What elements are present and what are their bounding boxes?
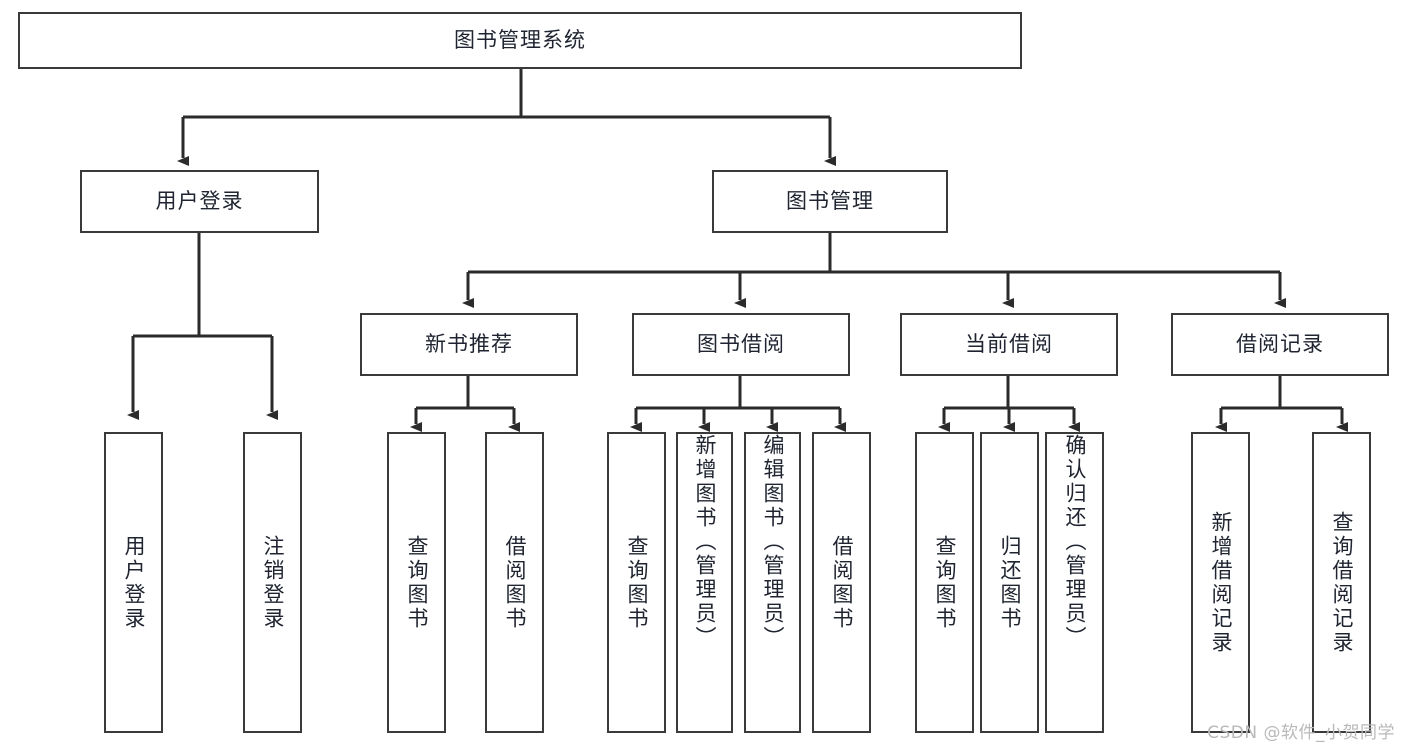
node-book-management-label: 图书管理 [786,189,874,214]
leaf-logout-login-label: 注销登录 [261,534,285,631]
node-new-book-recommend-label: 新书推荐 [425,332,513,357]
node-new-book-recommend[interactable]: 新书推荐 [360,313,578,376]
node-root[interactable]: 图书管理系统 [18,12,1022,69]
watermark: CSDN @软件_小贺同学 [1207,723,1395,743]
node-current-borrow-label: 当前借阅 [965,332,1053,357]
node-borrow-record[interactable]: 借阅记录 [1171,313,1389,376]
node-user-login-label: 用户登录 [155,189,244,214]
leaf-query-book-1[interactable]: 查询图书 [387,432,446,733]
node-root-label: 图书管理系统 [454,28,586,53]
leaf-add-record[interactable]: 新增借阅记录 [1191,432,1250,733]
leaf-borrow-book-2[interactable]: 借阅图书 [812,432,871,733]
node-user-login[interactable]: 用户登录 [80,170,319,233]
node-book-borrow-label: 图书借阅 [697,332,785,357]
leaf-user-login[interactable]: 用户登录 [104,432,163,733]
leaf-add-book[interactable]: 新增图书（管理员） [676,432,733,733]
leaf-query-book-2-label: 查询图书 [625,534,649,631]
leaf-query-book-1-label: 查询图书 [405,534,429,631]
leaf-add-book-label: 新增图书（管理员） [693,434,717,650]
leaf-query-book-2[interactable]: 查询图书 [607,432,666,733]
leaf-user-login-label: 用户登录 [122,534,146,631]
leaf-query-book-3-label: 查询图书 [933,534,957,631]
leaf-edit-book[interactable]: 编辑图书（管理员） [744,432,801,733]
leaf-borrow-book-2-label: 借阅图书 [830,534,854,631]
leaf-confirm-return[interactable]: 确认归还（管理员） [1045,432,1104,733]
leaf-query-book-3[interactable]: 查询图书 [915,432,974,733]
leaf-confirm-return-label: 确认归还（管理员） [1063,434,1087,650]
leaf-query-record-label: 查询借阅记录 [1330,510,1354,655]
leaf-add-record-label: 新增借阅记录 [1209,510,1233,655]
leaf-logout-login[interactable]: 注销登录 [243,432,302,733]
node-book-management[interactable]: 图书管理 [712,170,948,233]
leaf-query-record[interactable]: 查询借阅记录 [1312,432,1371,733]
leaf-return-book-label: 归还图书 [998,534,1022,631]
node-borrow-record-label: 借阅记录 [1236,332,1324,357]
node-book-borrow[interactable]: 图书借阅 [632,313,850,376]
leaf-edit-book-label: 编辑图书（管理员） [761,434,785,650]
leaf-borrow-book-1-label: 借阅图书 [503,534,527,631]
leaf-return-book[interactable]: 归还图书 [980,432,1039,733]
node-current-borrow[interactable]: 当前借阅 [900,313,1118,376]
leaf-borrow-book-1[interactable]: 借阅图书 [485,432,544,733]
